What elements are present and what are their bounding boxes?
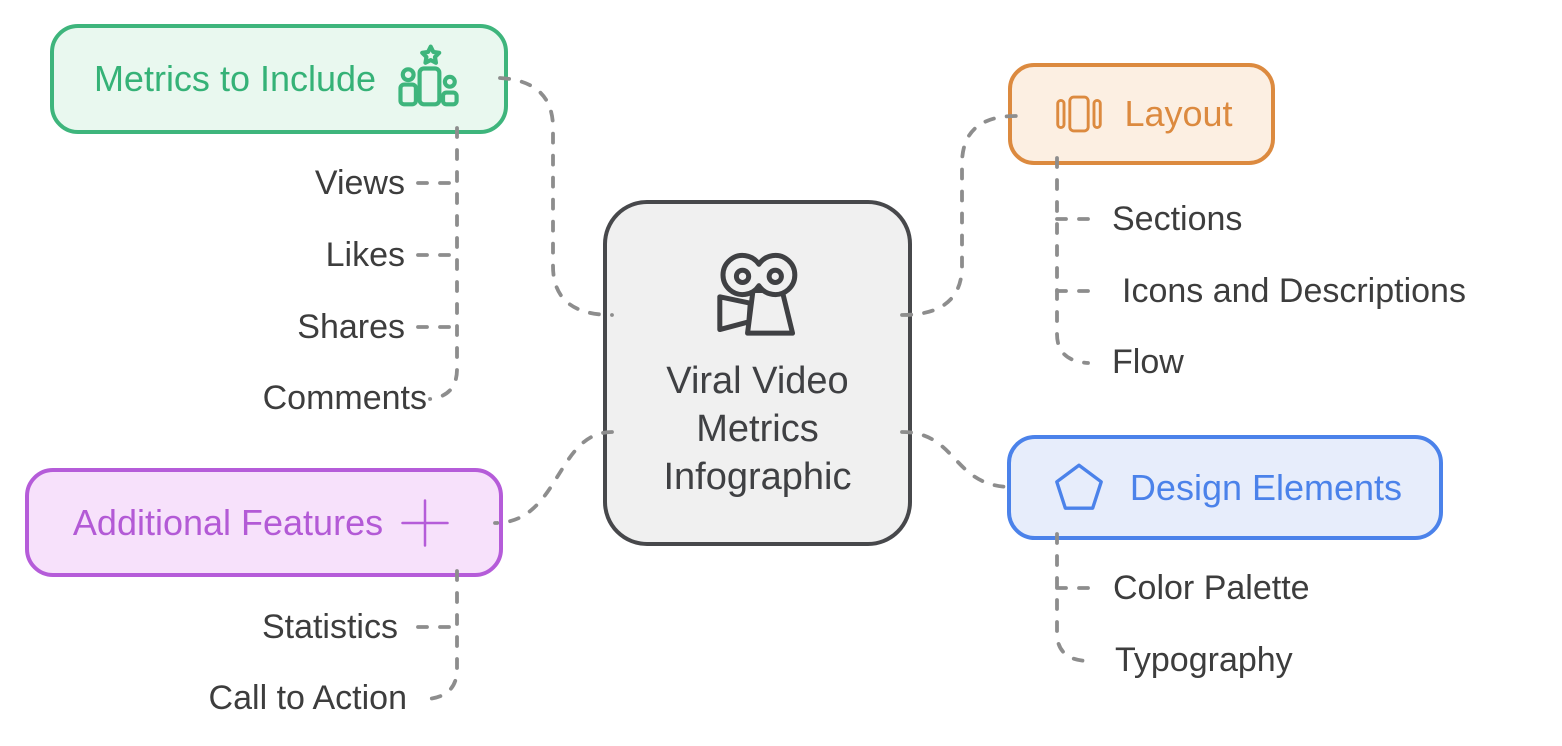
child-statistics[interactable]: Statistics (261, 608, 398, 646)
child-comments[interactable]: Comments (262, 379, 427, 417)
connector-center-to-layout (900, 114, 1018, 317)
connector-additional-children-spine (426, 569, 459, 701)
child-views[interactable]: Views (314, 164, 405, 202)
columns-icon (1056, 95, 1103, 133)
node-layout[interactable]: Layout (1008, 63, 1275, 165)
node-label: Design Elements (1129, 466, 1403, 508)
child-flow[interactable]: Flow (1112, 343, 1184, 381)
connector-metrics-to-center (498, 76, 614, 317)
node-metrics-to-include[interactable]: Metrics to Include (50, 24, 508, 134)
child-icons-and-descriptions[interactable]: Icons and Descriptions (1122, 272, 1466, 310)
node-additional-features[interactable]: Additional Features (25, 468, 503, 577)
connector-center-to-design (900, 430, 1014, 489)
child-likes[interactable]: Likes (325, 236, 405, 274)
connector-center-to-additional (493, 430, 614, 525)
node-design-elements[interactable]: Design Elements (1007, 435, 1443, 540)
child-color-palette[interactable]: Color Palette (1113, 569, 1310, 607)
node-label: Additional Features (72, 501, 384, 543)
node-center-topic[interactable]: Viral Video Metrics Infographic (603, 200, 912, 546)
child-call-to-action[interactable]: Call to Action (208, 679, 407, 717)
plus-icon (401, 498, 449, 547)
center-title: Viral Video Metrics Infographic (663, 360, 852, 498)
child-typography[interactable]: Typography (1115, 641, 1293, 679)
connector-design-children-spine (1055, 532, 1090, 663)
node-label: Metrics to Include (93, 58, 377, 99)
movie-camera-icon (716, 253, 797, 336)
connector-layout-children-spine (1055, 156, 1090, 365)
leaderboard-star-icon (398, 44, 459, 107)
connector-metrics-children-spine (428, 126, 459, 401)
node-label: Layout (1124, 93, 1233, 134)
child-shares[interactable]: Shares (297, 308, 405, 346)
pentagon-icon (1055, 463, 1103, 510)
child-sections[interactable]: Sections (1112, 200, 1243, 238)
